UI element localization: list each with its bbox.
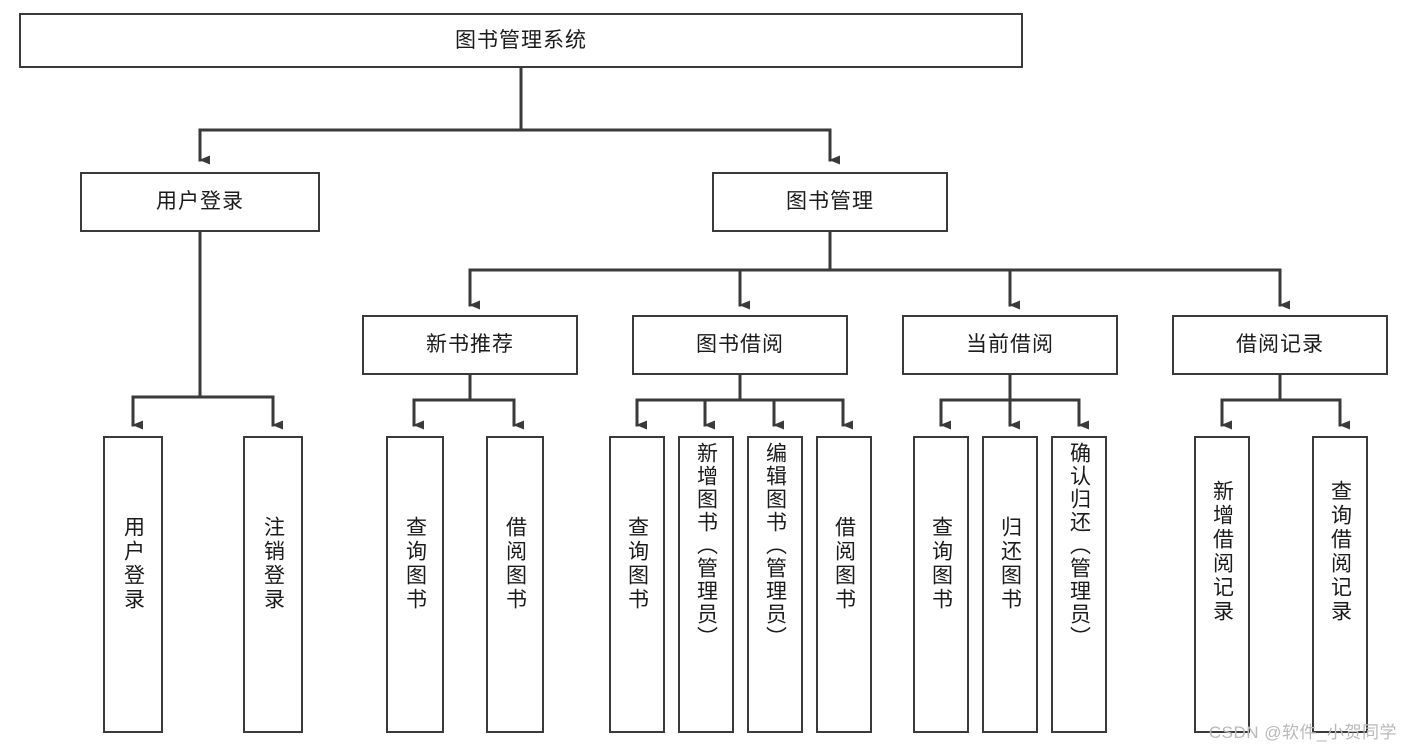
leaf-add-record[interactable]: 新增借阅记录 [1194,436,1250,733]
leaf-user-login-label: 用户登录 [121,516,145,612]
node-current-borrow-label: 当前借阅 [966,333,1054,357]
node-book-manage-label: 图书管理 [786,190,874,214]
leaf-return-book[interactable]: 归还图书 [982,436,1038,733]
leaf-borrow-book-2-label: 借阅图书 [832,516,856,612]
node-borrow-record-label: 借阅记录 [1236,333,1324,357]
leaf-query-book-2-label: 查询图书 [625,516,649,612]
node-new-book-recommend-label: 新书推荐 [426,333,514,357]
node-book-borrow-label: 图书借阅 [696,333,784,357]
leaf-edit-book-label: 编辑图书（管理员） [763,442,787,649]
node-user-login[interactable]: 用户登录 [80,172,320,232]
leaf-query-book-1-label: 查询图书 [403,516,427,612]
leaf-confirm-return-label: 确认归还（管理员） [1067,442,1091,649]
leaf-query-book-3-label: 查询图书 [929,516,953,612]
node-root-label: 图书管理系统 [455,28,587,52]
node-root[interactable]: 图书管理系统 [19,13,1023,68]
leaf-borrow-book-2[interactable]: 借阅图书 [816,436,872,733]
leaf-logout-label: 注销登录 [261,516,285,612]
leaf-query-book-1[interactable]: 查询图书 [386,436,444,733]
leaf-borrow-book-1-label: 借阅图书 [503,516,527,612]
leaf-confirm-return[interactable]: 确认归还（管理员） [1051,436,1107,733]
leaf-query-book-3[interactable]: 查询图书 [913,436,969,733]
leaf-query-record-label: 查询借阅记录 [1328,480,1352,624]
node-book-manage[interactable]: 图书管理 [712,172,948,232]
csdn-watermark: CSDN @软件_小贺同学 [1208,723,1397,742]
node-current-borrow[interactable]: 当前借阅 [902,315,1118,375]
node-new-book-recommend[interactable]: 新书推荐 [362,315,578,375]
leaf-query-book-2[interactable]: 查询图书 [609,436,665,733]
leaf-logout[interactable]: 注销登录 [243,436,303,733]
leaf-edit-book[interactable]: 编辑图书（管理员） [747,436,803,733]
leaf-user-login[interactable]: 用户登录 [103,436,163,733]
leaf-add-book[interactable]: 新增图书（管理员） [678,436,734,733]
node-book-borrow[interactable]: 图书借阅 [632,315,848,375]
node-user-login-label: 用户登录 [156,190,244,214]
leaf-add-record-label: 新增借阅记录 [1210,480,1234,624]
node-borrow-record[interactable]: 借阅记录 [1172,315,1388,375]
leaf-query-record[interactable]: 查询借阅记录 [1312,436,1368,733]
leaf-borrow-book-1[interactable]: 借阅图书 [486,436,544,733]
leaf-return-book-label: 归还图书 [998,516,1022,612]
leaf-add-book-label: 新增图书（管理员） [694,442,718,649]
